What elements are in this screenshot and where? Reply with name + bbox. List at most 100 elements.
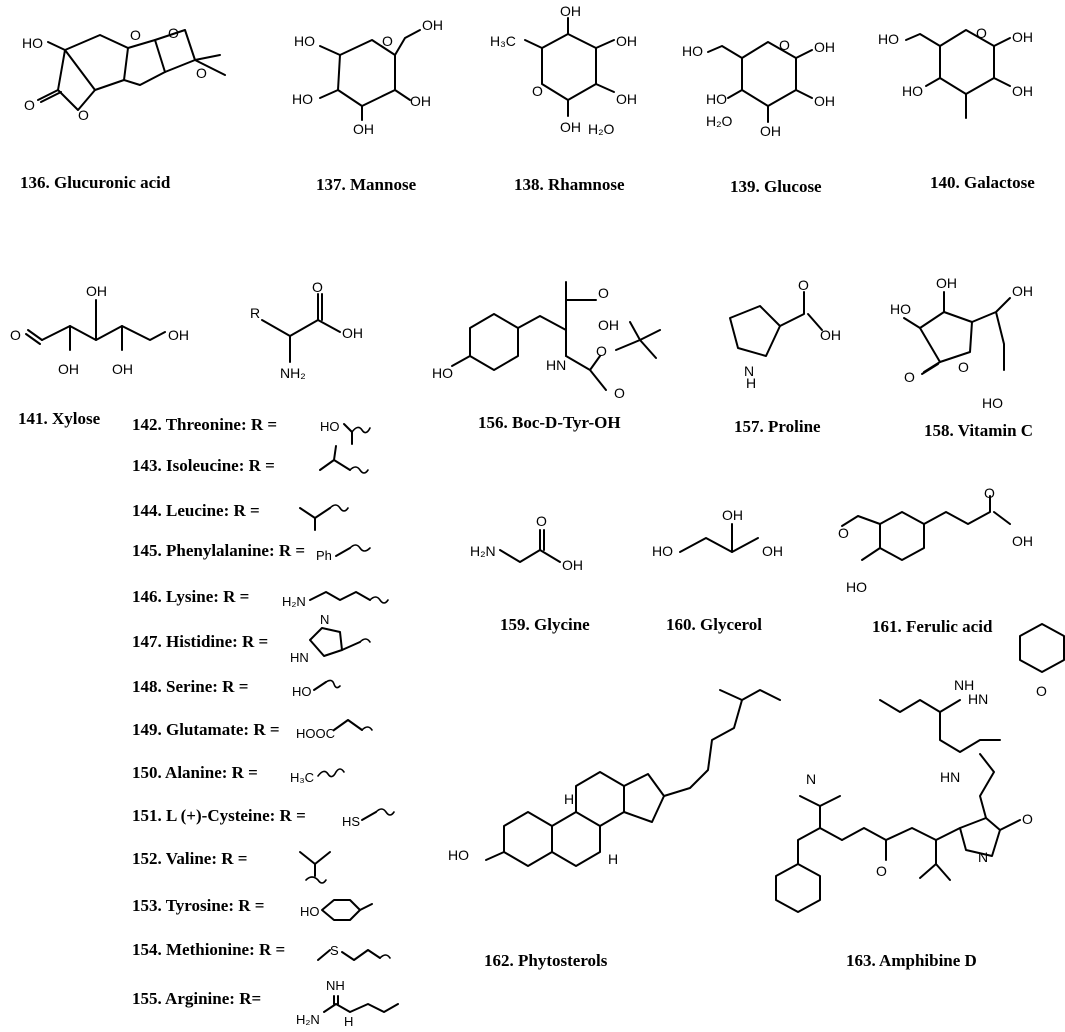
compound-label-137: 137. Mannose: [316, 175, 417, 194]
atom-label: OH: [814, 39, 835, 55]
atom-label: O: [382, 33, 393, 49]
compound-label-138: 138. Rhamnose: [514, 175, 625, 194]
amino-acid-label: 142. Threonine: R =: [132, 415, 277, 434]
compound-label-163: 163. Amphibine D: [846, 951, 977, 970]
atom-label: OH: [616, 33, 637, 49]
atom-label: O: [1022, 811, 1033, 827]
atom-label: O: [10, 327, 21, 343]
amino-acid-label: 155. Arginine: R=: [132, 989, 261, 1008]
amino-acid-label: 152. Valine: R =: [132, 849, 247, 868]
atom-label: OH: [560, 3, 581, 19]
atom-label: O: [78, 107, 89, 123]
atom-label: HO: [846, 579, 867, 595]
amino-acid-label: 147. Histidine: R =: [132, 632, 268, 651]
atom-label: O: [196, 65, 207, 81]
atom-label: OH: [762, 543, 783, 559]
r-group-methionine: S: [317, 943, 391, 961]
compound-label-156: 156. Boc-D-Tyr-OH: [478, 413, 621, 432]
atom-label: H₂N: [296, 1012, 320, 1027]
atom-label: OH: [820, 327, 841, 343]
structure-157-proline: N H O OH: [729, 277, 841, 391]
atom-label: O: [904, 369, 915, 385]
atom-label: H: [608, 851, 618, 867]
atom-label: OH: [422, 17, 443, 33]
atom-label: O: [536, 513, 547, 529]
compound-label-159: 159. Glycine: [500, 615, 590, 634]
atom-label: OH: [560, 119, 581, 135]
atom-label: HO: [982, 395, 1003, 411]
compound-label-140: 140. Galactose: [930, 173, 1035, 192]
atom-label: HO: [432, 365, 453, 381]
atom-label: HO: [878, 31, 899, 47]
r-group-leucine: [299, 504, 349, 531]
atom-label: HO: [706, 91, 727, 107]
structure-160-glycerol: HO OH OH: [652, 507, 783, 559]
atom-label: HN: [546, 357, 566, 373]
atom-label: OH: [112, 361, 133, 377]
atom-label: OH: [1012, 533, 1033, 549]
atom-label: H₂N: [282, 594, 306, 609]
atom-label: OH: [168, 327, 189, 343]
atom-label: OH: [616, 91, 637, 107]
atom-label: OH: [598, 317, 619, 333]
structure-139-glucose: O HO OH OH HO OH H₂O: [682, 37, 835, 139]
atom-label: HO: [300, 904, 320, 919]
atom-label: HS: [342, 814, 360, 829]
structure-163-amphibine-d: N O O N O HN HN NH: [775, 623, 1065, 913]
structure-136-glucuronic-acid: HO O O O O O: [22, 25, 226, 123]
atom-label: O: [798, 277, 809, 293]
amino-acid-label: 149. Glutamate: R =: [132, 720, 280, 739]
amino-acid-label: 145. Phenylalanine: R =: [132, 541, 305, 560]
r-group-tyrosine: HO: [300, 899, 373, 921]
compound-label-161: 161. Ferulic acid: [872, 617, 993, 636]
atom-label: O: [976, 25, 987, 41]
atom-label: OH: [722, 507, 743, 523]
r-group-alanine: H₃C: [290, 768, 345, 785]
amino-acid-label: 144. Leucine: R =: [132, 501, 260, 520]
r-group-phenylalanine: Ph: [316, 544, 371, 563]
r-group-threonine: HO: [320, 419, 371, 445]
atom-label: NH: [954, 677, 974, 693]
atom-label: HO: [682, 43, 703, 59]
r-group-cysteine: HS: [342, 808, 395, 829]
atom-label: HO: [320, 419, 340, 434]
amino-acid-label: 148. Serine: R =: [132, 677, 248, 696]
atom-label: HO: [652, 543, 673, 559]
atom-label: OH: [86, 283, 107, 299]
structure-156-boc-d-tyr-oh: HO O OH HN O O: [432, 281, 661, 401]
amino-acid-label: 151. L (+)-Cysteine: R =: [132, 806, 306, 825]
compound-label-141: 141. Xylose: [18, 409, 101, 428]
atom-label: OH: [562, 557, 583, 573]
r-group-isoleucine: [319, 445, 369, 474]
r-group-arginine: NH H₂N H: [296, 978, 399, 1029]
atom-label: H: [564, 791, 574, 807]
atom-label: OH: [342, 325, 363, 341]
compound-label-162: 162. Phytosterols: [484, 951, 608, 970]
atom-label: O: [779, 37, 790, 53]
r-group-lysine: H₂N: [282, 591, 389, 609]
atom-label: HO: [22, 35, 43, 51]
atom-label: HO: [890, 301, 911, 317]
atom-label: Ph: [316, 548, 332, 563]
atom-label: O: [532, 83, 543, 99]
atom-label: O: [598, 285, 609, 301]
structure-140-galactose: O HO OH OH HO: [878, 25, 1033, 119]
atom-label: HO: [294, 33, 315, 49]
atom-label: HO: [448, 847, 469, 863]
r-group-valine: [299, 851, 331, 884]
structure-159-glycine: H₂N O OH: [470, 513, 583, 573]
atom-label: H₃C: [490, 33, 516, 49]
atom-label: OH: [1012, 83, 1033, 99]
compound-label-158: 158. Vitamin C: [924, 421, 1033, 440]
atom-label: O: [1036, 683, 1047, 699]
atom-label: O: [614, 385, 625, 401]
atom-label: OH: [410, 93, 431, 109]
structure-162-phytosterols: HO H H: [448, 689, 781, 867]
compound-label-160: 160. Glycerol: [666, 615, 762, 634]
atom-label: HN: [940, 769, 960, 785]
atom-label: S: [330, 943, 339, 958]
atom-label: HOOC: [296, 726, 335, 741]
compound-label-139: 139. Glucose: [730, 177, 822, 196]
amino-acid-label: 153. Tyrosine: R =: [132, 896, 264, 915]
